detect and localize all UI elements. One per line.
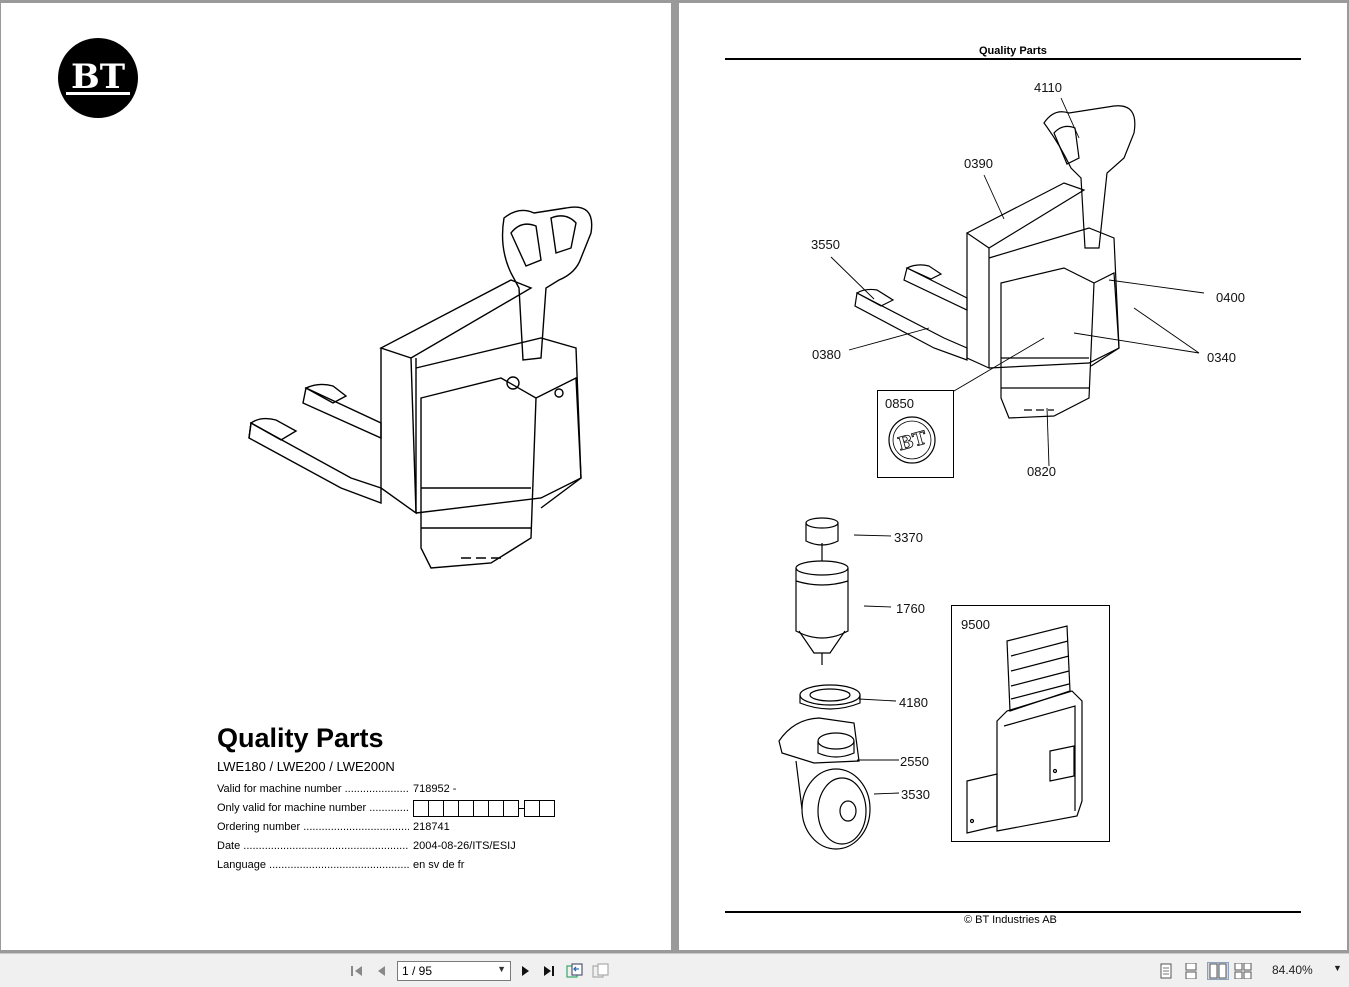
info-label: Date	[217, 840, 409, 852]
callout-3530[interactable]: 3530	[901, 787, 930, 802]
callout-0340[interactable]: 0340	[1207, 350, 1236, 365]
first-page-icon[interactable]	[348, 962, 366, 980]
leader-lines	[830, 97, 1205, 795]
callout-0400[interactable]: 0400	[1216, 290, 1245, 305]
single-page-icon[interactable]	[1157, 962, 1175, 980]
callout-3370[interactable]: 3370	[894, 530, 923, 545]
info-label: Ordering number	[217, 821, 409, 833]
callout-4110[interactable]: 4110	[1034, 80, 1062, 95]
last-page-icon[interactable]	[540, 962, 558, 980]
continuous-facing-icon[interactable]	[1234, 962, 1252, 980]
info-row-language: Language en sv de fr	[217, 859, 637, 875]
viewer-toolbar: 1 / 95 ▼ 84.40% ▼	[0, 953, 1349, 987]
svg-text:BT: BT	[71, 57, 125, 97]
info-label: Only valid for machine number	[217, 802, 409, 814]
callout-0850[interactable]: 0850	[885, 396, 914, 411]
go-back-icon[interactable]	[566, 962, 584, 980]
parts-page: Quality Parts	[679, 3, 1347, 950]
info-value: 218741	[413, 821, 450, 833]
pallet-truck-drawing	[248, 206, 593, 569]
cover-title: Quality Parts	[217, 723, 384, 753]
info-value: en sv de fr	[413, 859, 465, 871]
truck-assembly-drawing	[854, 105, 1136, 419]
callout-9500[interactable]: 9500	[961, 617, 990, 632]
cover-models: LWE180 / LWE200 / LWE200N	[217, 759, 395, 774]
page-header-title: Quality Parts	[979, 45, 1047, 57]
option-box-9500: 9500	[951, 605, 1110, 842]
callout-4180[interactable]: 4180	[899, 695, 928, 710]
facing-icon[interactable]	[1207, 962, 1229, 980]
continuous-icon[interactable]	[1182, 962, 1200, 980]
footer-rule	[725, 911, 1301, 913]
go-forward-icon[interactable]	[592, 962, 610, 980]
callout-0380[interactable]: 0380	[812, 347, 841, 362]
page-indicator: 1 / 95	[402, 964, 433, 978]
machine-number-boxes	[413, 800, 555, 817]
svg-text:BT: BT	[896, 427, 930, 455]
info-value: 2004-08-26/ITS/ESIJ	[413, 840, 516, 852]
info-value: 718952 -	[413, 783, 457, 795]
zoom-level[interactable]: 84.40%	[1272, 963, 1313, 977]
callout-0390[interactable]: 0390	[964, 156, 993, 171]
decal-box-0850: 0850 BT	[877, 390, 954, 478]
callout-3550[interactable]: 3550	[811, 237, 840, 252]
drive-unit-drawing	[778, 517, 871, 850]
info-row-valid-for: Valid for machine number 718952 -	[217, 783, 637, 799]
bt-logo: BT	[58, 38, 138, 118]
next-page-icon[interactable]	[516, 962, 534, 980]
page-footer-copyright: © BT Industries AB	[964, 914, 1057, 926]
load-backrest-drawing	[966, 625, 1083, 834]
page-dropdown-chevron-icon[interactable]: ▼	[497, 964, 506, 974]
prev-page-icon[interactable]	[373, 962, 391, 980]
header-rule	[725, 58, 1301, 60]
callout-1760[interactable]: 1760	[896, 601, 925, 616]
callout-2550[interactable]: 2550	[900, 754, 929, 769]
info-row-only-valid-for: Only valid for machine number	[217, 802, 637, 818]
callout-0820[interactable]: 0820	[1027, 464, 1056, 479]
info-row-ordering-number: Ordering number 218741	[217, 821, 637, 837]
bt-decal-icon: BT	[888, 416, 936, 464]
zoom-dropdown-chevron-icon[interactable]: ▼	[1333, 963, 1342, 973]
info-label: Valid for machine number	[217, 783, 409, 795]
info-label: Language	[217, 859, 409, 871]
page-number-input[interactable]: 1 / 95 ▼	[397, 961, 511, 981]
info-row-date: Date 2004-08-26/ITS/ESIJ	[217, 840, 637, 856]
cover-page: BT Quality	[1, 3, 671, 950]
